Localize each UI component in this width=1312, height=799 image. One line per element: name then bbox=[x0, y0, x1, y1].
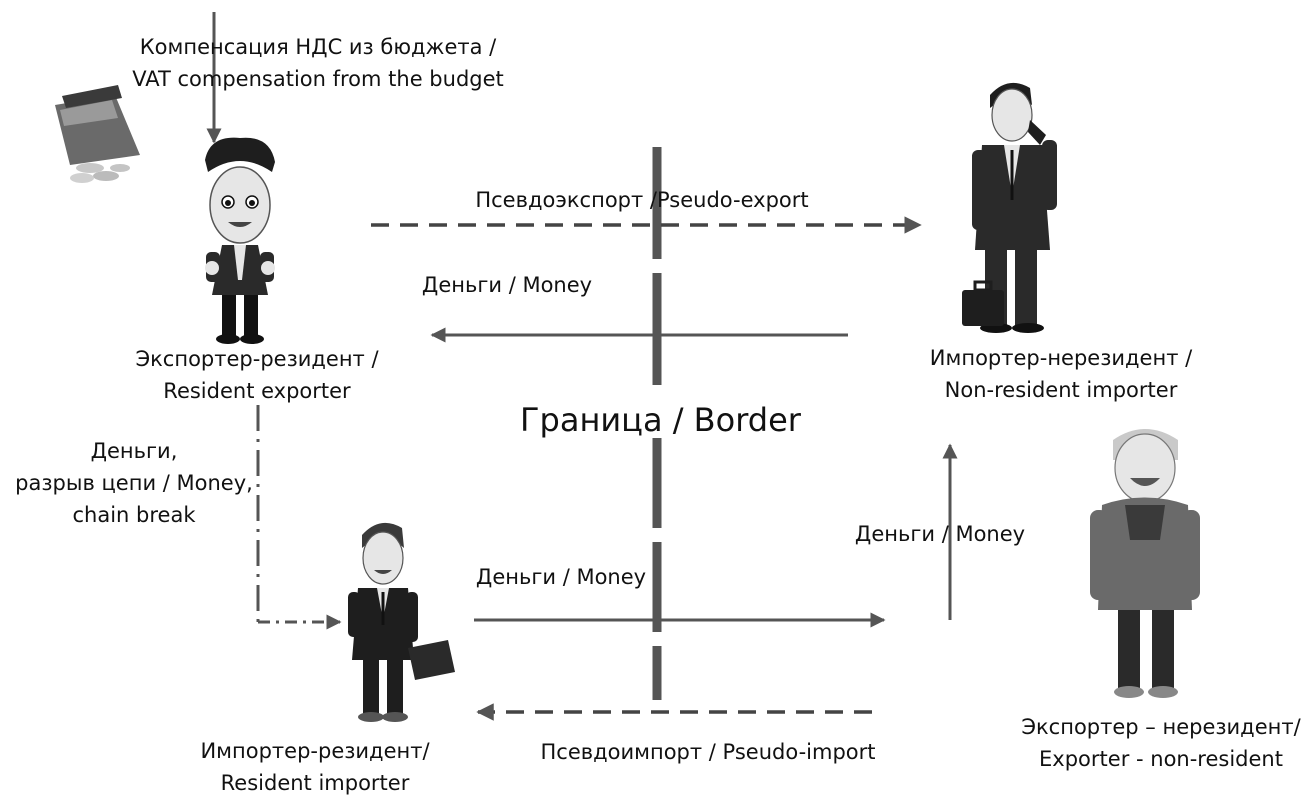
resident-exporter-line2: Resident exporter bbox=[163, 379, 351, 403]
vat-compensation-label: Компенсация НДС из бюджета / VAT compens… bbox=[122, 31, 514, 95]
chain-break-label: Деньги, разрыв цепи / Money, chain break bbox=[6, 435, 262, 531]
chain-break-line2: разрыв цепи / Money, bbox=[15, 471, 253, 495]
nonresident-exporter-line1: Экспортер – нерезидент/ bbox=[1021, 715, 1301, 739]
money-top-label: Деньги / Money bbox=[421, 273, 593, 297]
chain-break-line1: Деньги, bbox=[90, 439, 178, 463]
wallet-icon bbox=[55, 85, 140, 183]
vat-line2: VAT compensation from the budget bbox=[132, 67, 504, 91]
nonresident-exporter-line2: Exporter - non-resident bbox=[1039, 747, 1283, 771]
nonresident-importer-figure bbox=[962, 82, 1057, 333]
pseudo-export-label: Псевдоэкспорт /Pseudo-export bbox=[475, 188, 809, 212]
nonresident-importer-line1: Импортер-нерезидент / bbox=[929, 346, 1193, 370]
chain-break-line3: chain break bbox=[72, 503, 196, 527]
vat-line1: Компенсация НДС из бюджета / bbox=[139, 35, 497, 59]
border-title: Граница / Border bbox=[520, 401, 801, 439]
resident-importer-label: Импортер-резидент/ Resident importer bbox=[180, 735, 450, 799]
pseudo-import-label: Псевдоимпорт / Pseudo-import bbox=[540, 740, 876, 764]
resident-importer-figure bbox=[348, 522, 455, 722]
resident-importer-line2: Resident importer bbox=[220, 771, 410, 795]
nonresident-exporter-figure bbox=[1090, 429, 1200, 698]
money-right-label: Деньги / Money bbox=[854, 522, 1026, 546]
resident-exporter-line1: Экспортер-резидент / bbox=[135, 347, 379, 371]
nonresident-exporter-label: Экспортер – нерезидент/ Exporter - non-r… bbox=[1016, 711, 1306, 775]
nonresident-importer-line2: Non-resident importer bbox=[944, 378, 1178, 402]
resident-importer-line1: Импортер-резидент/ bbox=[200, 739, 430, 763]
nonresident-importer-label: Импортер-нерезидент / Non-resident impor… bbox=[906, 342, 1216, 406]
resident-exporter-figure bbox=[205, 137, 275, 344]
resident-exporter-label: Экспортер-резидент / Resident exporter bbox=[122, 343, 392, 407]
money-bottom-label: Деньги / Money bbox=[475, 565, 647, 589]
